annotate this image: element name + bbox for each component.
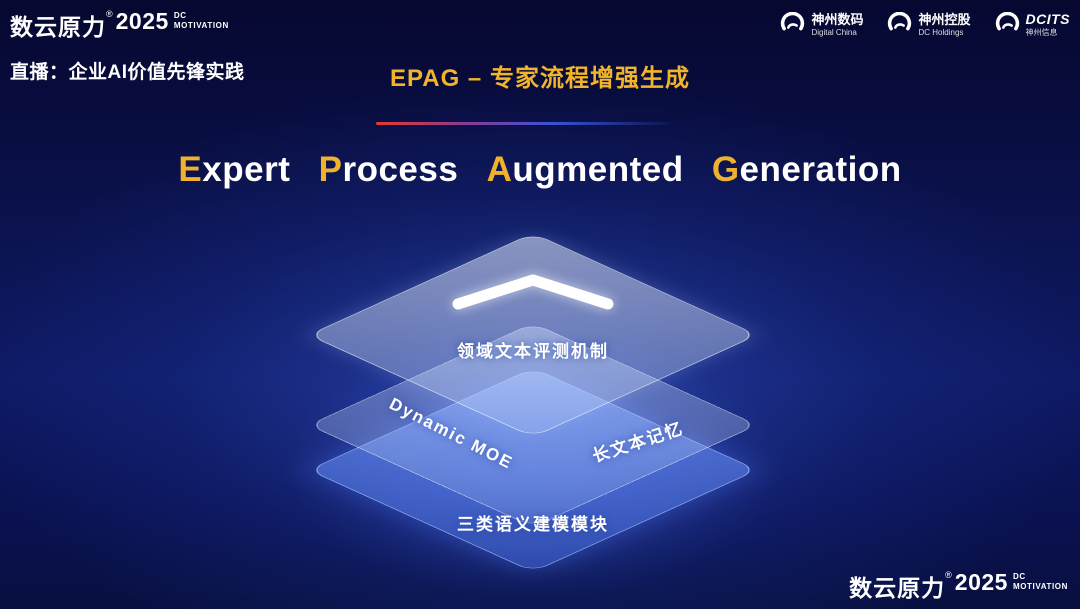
- brand-year: 2025: [115, 8, 169, 34]
- partner-name: 神州控股: [918, 11, 971, 27]
- partner-text: 神州数码 Digital China: [811, 11, 864, 37]
- partner-subtitle: 神州信息: [1025, 28, 1058, 38]
- registered-mark-icon: ®: [945, 570, 952, 580]
- slide-title: EPAG – 专家流程增强生成: [390, 65, 690, 92]
- partner-logos: 神州数码 Digital China 神州控股 DC Holdings DCIT…: [780, 11, 1070, 38]
- title-word: Augmented: [487, 150, 684, 189]
- partner-digital-china: 神州数码 Digital China: [780, 12, 863, 37]
- registered-mark-icon: ®: [106, 9, 113, 19]
- title-word-rest: xpert: [202, 150, 291, 189]
- bottom-layer-label: 三类语义建模模块: [457, 515, 609, 534]
- swoosh-icon: [888, 12, 912, 31]
- brand-suffix-top: DC: [173, 11, 187, 20]
- title-word: Expert: [178, 150, 290, 189]
- brand-name: 数云原力: [10, 14, 106, 40]
- partner-text: DCITS 神州信息: [1026, 11, 1071, 38]
- partner-dc-holdings: 神州控股 DC Holdings: [887, 11, 971, 37]
- title-word-initial: G: [711, 150, 740, 189]
- partner-subtitle: DC Holdings: [918, 27, 964, 37]
- brand-suffix-bottom: MOTIVATION: [173, 20, 229, 30]
- brand-logo-bottom: 数云原力 ® 2025 DC MOTIVATION: [849, 569, 1068, 603]
- partner-text: 神州控股 DC Holdings: [918, 11, 971, 37]
- brand-suffix-top: DC: [1012, 572, 1026, 581]
- brand-year: 2025: [954, 569, 1008, 595]
- title-word-rest: eneration: [739, 150, 902, 189]
- title-word-initial: A: [486, 150, 513, 189]
- title-word-initial: E: [178, 150, 203, 189]
- chevron-up-icon: [452, 274, 614, 310]
- swoosh-icon: [781, 12, 805, 31]
- swoosh-icon: [995, 12, 1019, 31]
- partner-dcits: DCITS 神州信息: [995, 11, 1071, 38]
- title-word-rest: rocess: [342, 150, 459, 189]
- top-layer-label: 领域文本评测机制: [457, 342, 609, 361]
- partner-name: 神州数码: [811, 11, 864, 27]
- live-stream-label: 直播：企业AI价值先锋实践: [10, 62, 245, 83]
- brand-logo-top: 数云原力 ® 2025 DC MOTIVATION: [10, 8, 229, 42]
- title-word-rest: ugmented: [512, 150, 684, 189]
- partner-name: DCITS: [1025, 11, 1070, 27]
- title-word: Process: [319, 150, 459, 189]
- brand-name: 数云原力: [849, 575, 946, 601]
- brand-suffix-bottom: MOTIVATION: [1012, 581, 1068, 591]
- gradient-divider: [376, 122, 671, 125]
- title-word: Generation: [712, 150, 902, 189]
- brand-suffix: DC MOTIVATION: [174, 11, 229, 30]
- brand-suffix: DC MOTIVATION: [1013, 572, 1068, 591]
- partner-subtitle: Digital China: [811, 27, 857, 37]
- title-word-initial: P: [318, 150, 343, 189]
- main-title: Expert Process Augmented Generation: [0, 150, 1080, 190]
